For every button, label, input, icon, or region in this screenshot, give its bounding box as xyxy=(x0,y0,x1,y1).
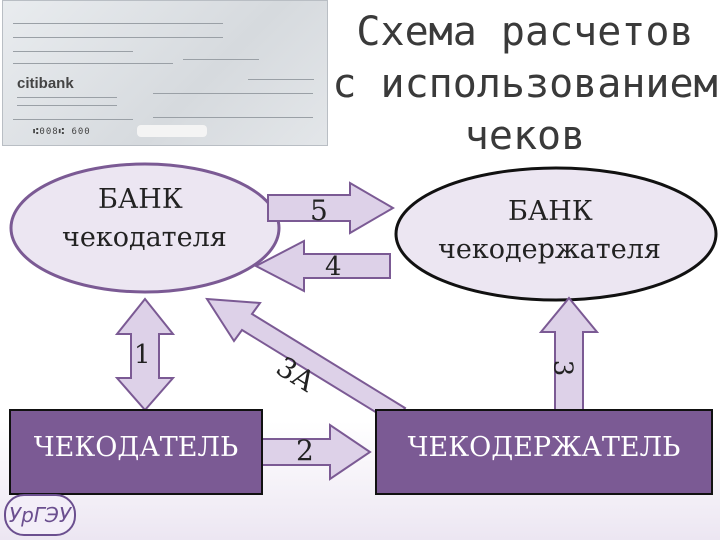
arrow-3 xyxy=(538,296,600,411)
bank-drawer-label-2: чекодателя xyxy=(62,222,227,253)
title-line-3: чеков xyxy=(464,113,586,159)
bank-holder-label-1: БАНК xyxy=(508,196,593,227)
title-line-1: Схема расчетов xyxy=(356,9,694,55)
bank-holder-ellipse xyxy=(394,166,718,302)
page-title: Схема расчетов с использованием чеков xyxy=(330,6,720,162)
holder-label: ЧЕКОДЕРЖАТЕЛЬ xyxy=(407,432,681,463)
drawer-box xyxy=(9,409,263,495)
check-bank-logo: citibank xyxy=(17,75,74,92)
arrow-2-label: 2 xyxy=(296,434,314,467)
university-logo-text: УрГЭУ xyxy=(8,503,72,527)
arrow-4-label: 4 xyxy=(325,252,342,282)
bank-drawer-label-1: БАНК xyxy=(98,184,183,215)
arrow-5 xyxy=(267,181,395,235)
check-signature-area xyxy=(137,125,207,137)
bank-holder-label-2: чекодержателя xyxy=(438,234,661,265)
holder-box xyxy=(375,409,713,495)
check-micr-line: ⑆008⑆ 600 xyxy=(33,127,91,137)
university-logo: УрГЭУ xyxy=(4,494,76,536)
arrow-1-label: 1 xyxy=(134,340,151,370)
arrow-5-label: 5 xyxy=(310,194,328,227)
arrow-2 xyxy=(261,423,372,481)
arrow-4 xyxy=(253,239,391,293)
check-image: citibank ⑆008⑆ 600 xyxy=(2,0,328,146)
title-line-2: с использованием xyxy=(332,61,718,107)
drawer-label: ЧЕКОДАТЕЛЬ xyxy=(33,432,239,463)
bank-drawer-ellipse xyxy=(9,162,281,294)
arrow-3-label: 3 xyxy=(547,359,578,377)
